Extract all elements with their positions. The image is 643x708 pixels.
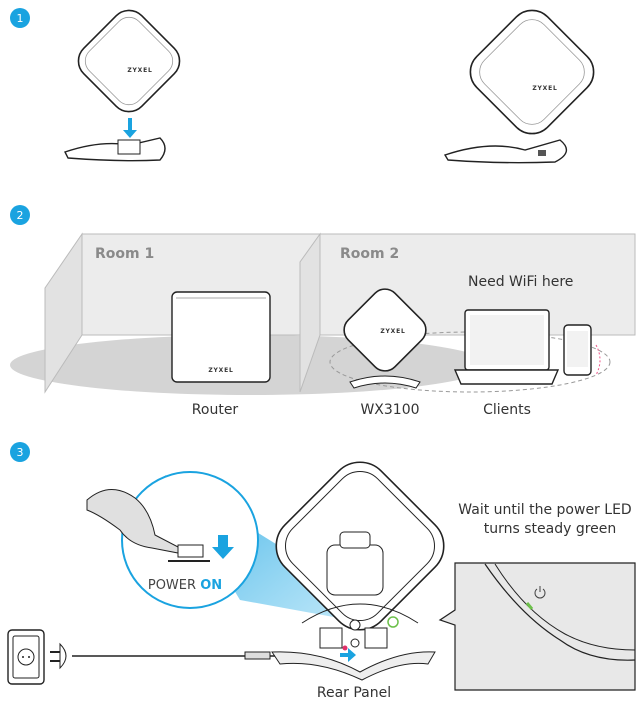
power-label: POWER xyxy=(148,578,196,593)
power-on-label: ON xyxy=(200,578,222,593)
wait-instruction-line1: Wait until the power LED xyxy=(458,502,631,518)
step-badge xyxy=(10,205,30,225)
router: ZYXEL xyxy=(171,291,271,383)
wall-outlet xyxy=(7,629,45,685)
step-2: 2 Room 1 Room 2 Need WiFi here ZYXEL ZYX… xyxy=(10,205,636,418)
brand-logo: ZYXEL xyxy=(127,67,152,74)
wx3100-extender: ZYXEL xyxy=(343,288,427,389)
lan-port xyxy=(319,627,343,649)
room2-side-wall xyxy=(299,232,321,393)
power-button xyxy=(349,619,361,631)
wait-instruction-line2: turns steady green xyxy=(484,521,617,537)
led-callout xyxy=(438,562,636,691)
clients-label: Clients xyxy=(483,402,531,418)
step-number: 2 xyxy=(17,209,24,222)
need-wifi-label: Need WiFi here xyxy=(468,274,573,290)
phone xyxy=(563,324,601,376)
step-badge xyxy=(10,8,30,28)
extender-on-stand: ZYXEL xyxy=(443,9,595,164)
room2-label: Room 2 xyxy=(340,246,399,262)
arrow-down-icon xyxy=(212,535,234,559)
stand xyxy=(443,139,568,164)
brand-logo: ZYXEL xyxy=(380,328,405,335)
rear-panel-label: Rear Panel xyxy=(317,685,391,701)
brand-logo: ZYXEL xyxy=(532,85,557,92)
wps-button xyxy=(387,616,399,628)
step-number: 3 xyxy=(17,446,24,459)
extender-label: WX3100 xyxy=(360,402,419,418)
room1-side-wall xyxy=(44,232,83,394)
svg-text:POWER ON: POWER ON xyxy=(148,578,222,593)
power-icon xyxy=(534,586,546,599)
router-label: Router xyxy=(192,402,239,418)
power-on-zoom: POWER ON xyxy=(86,471,259,609)
stand xyxy=(271,651,436,681)
power-led xyxy=(525,602,534,610)
step-number: 1 xyxy=(17,12,24,25)
arrow-right-icon xyxy=(340,648,356,662)
brand-logo: ZYXEL xyxy=(208,367,233,374)
stand xyxy=(64,137,166,162)
step-badge xyxy=(10,442,30,462)
arrow-down-icon xyxy=(123,118,137,138)
power-plug xyxy=(50,642,275,670)
extender-with-stand-attaching: ZYXEL xyxy=(64,9,181,162)
room1-label: Room 1 xyxy=(95,246,154,262)
rear-panel-device xyxy=(271,461,445,681)
lan-port xyxy=(364,627,388,649)
step-3: 3 POWER ON Wait until the power LED xyxy=(7,442,636,701)
step-1: 1 ZYXEL ZYXEL xyxy=(10,8,595,164)
laptop xyxy=(453,309,560,385)
